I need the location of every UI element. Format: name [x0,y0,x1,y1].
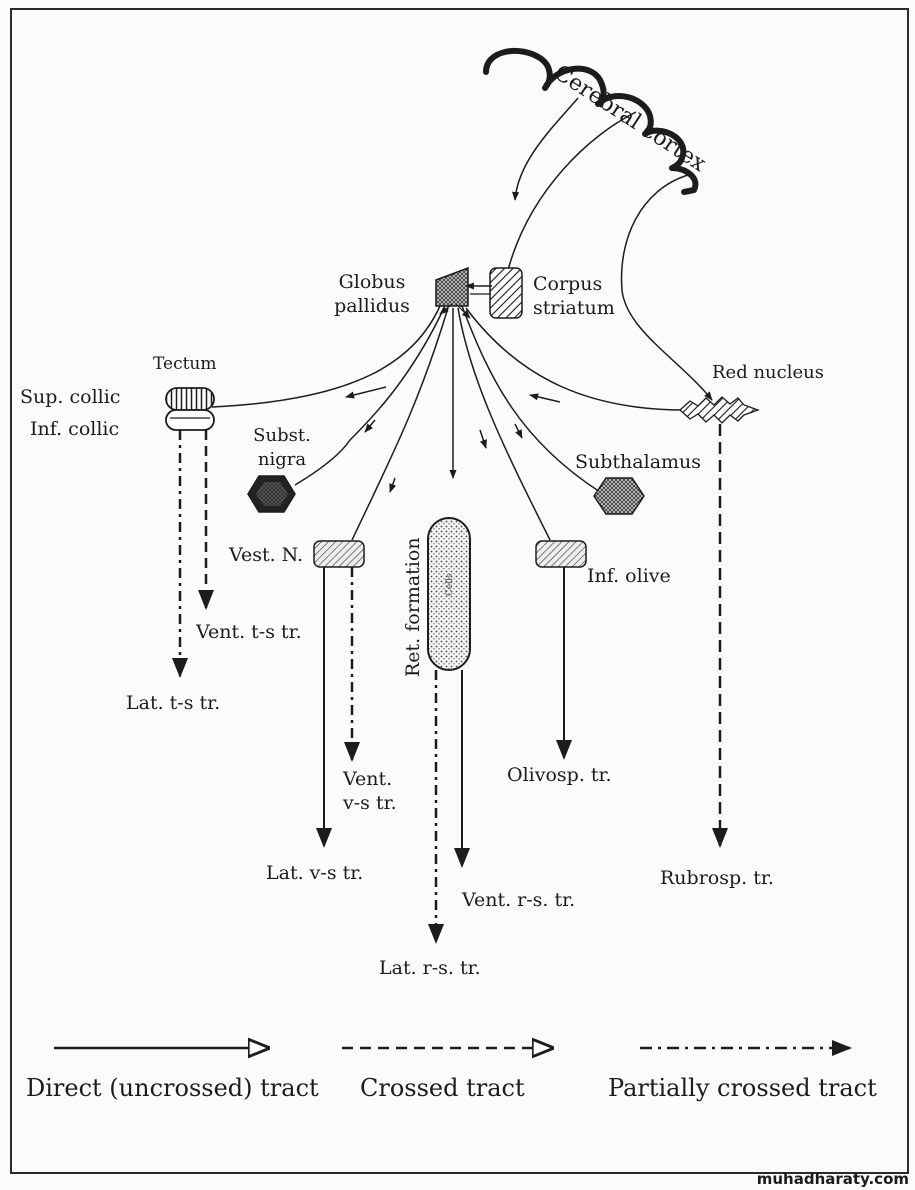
inferior-colliculus-shape [165,409,215,431]
vest-n-shape [313,540,365,568]
pallidus-fan-arrow-1 [439,303,453,315]
tectum-label: Tectum [153,354,217,374]
lat-rs-tract-label: Lat. r-s. tr. [379,957,481,979]
rubrosp-tract-label: Rubrosp. tr. [660,867,774,889]
pallidus-to-vest-n-path [351,307,449,541]
legend-partial-label: Partially crossed tract [608,1074,877,1102]
pallidus-to-tectum-path [211,305,441,408]
cortex-to-globus-arrow [512,97,579,201]
ret-formation-label: Ret. formation [402,537,424,677]
vest-n-label: Vest. N. [229,544,304,566]
inf-olive-shape [535,540,587,568]
red-nucleus-to-pallidus-arrowhead [529,393,561,403]
pallidus-fan-arrow-2 [455,303,471,319]
pallidus-to-inf-olive-arrowhead [479,429,487,449]
red-nucleus-label: Red nucleus [712,362,824,383]
corpus-striatum-label: Corpus striatum [533,273,615,319]
pallidus-to-inf-olive-path [457,307,551,541]
red-nucleus-to-pallidus-path [465,307,686,411]
inf-olive-label: Inf. olive [587,565,671,587]
lat-ts-tract-label: Lat. t-s tr. [126,692,221,714]
subst-nigra-label: Subst. nigra [253,425,311,470]
vent-vs-tract-label: Vent. v-s tr. [343,768,397,814]
pallidus-to-subst-nigra-arrowhead [364,419,376,433]
globus-pallidus-shape [435,266,469,307]
red-nucleus-shape [679,396,760,424]
pallidus-to-subthalamus-path [461,305,601,493]
cerebral-cortex-outline [483,47,699,195]
sup-collic-label: Sup. collic [20,386,121,408]
corpus-striatum-shape [489,267,523,319]
superior-colliculus-shape [165,387,215,411]
subthalamus-shape [593,477,645,515]
cortex-to-red-nucleus-arrow [620,174,713,401]
cortex-to-striatum-line [507,111,637,271]
vent-rs-tract-label: Vent. r-s. tr. [462,889,576,911]
olivosp-tract-label: Olivosp. tr. [507,764,612,786]
ret-formation-shape [427,517,471,671]
vent-ts-tract-label: Vent. t-s tr. [196,621,302,643]
page-border [10,8,909,1174]
pallidus-to-subst-nigra-path [294,307,445,486]
globus-pallidus-label: Globus pallidus [334,271,410,317]
legend-crossed-label: Crossed tract [360,1074,525,1102]
subthalamus-label: Subthalamus [575,451,702,473]
svg-text:Cells: Cells [445,573,455,596]
pallidus-to-subthalamus-arrowhead [514,423,523,439]
legend-direct-label: Direct (uncrossed) tract [26,1074,319,1102]
watermark: muhadharaty.com [756,1170,909,1188]
pallidus-to-tectum-arrowhead [345,386,387,399]
lat-vs-tract-label: Lat. v-s tr. [266,862,364,884]
pallidus-to-vest-n-arrowhead [389,477,397,493]
inf-collic-label: Inf. collic [30,418,120,440]
